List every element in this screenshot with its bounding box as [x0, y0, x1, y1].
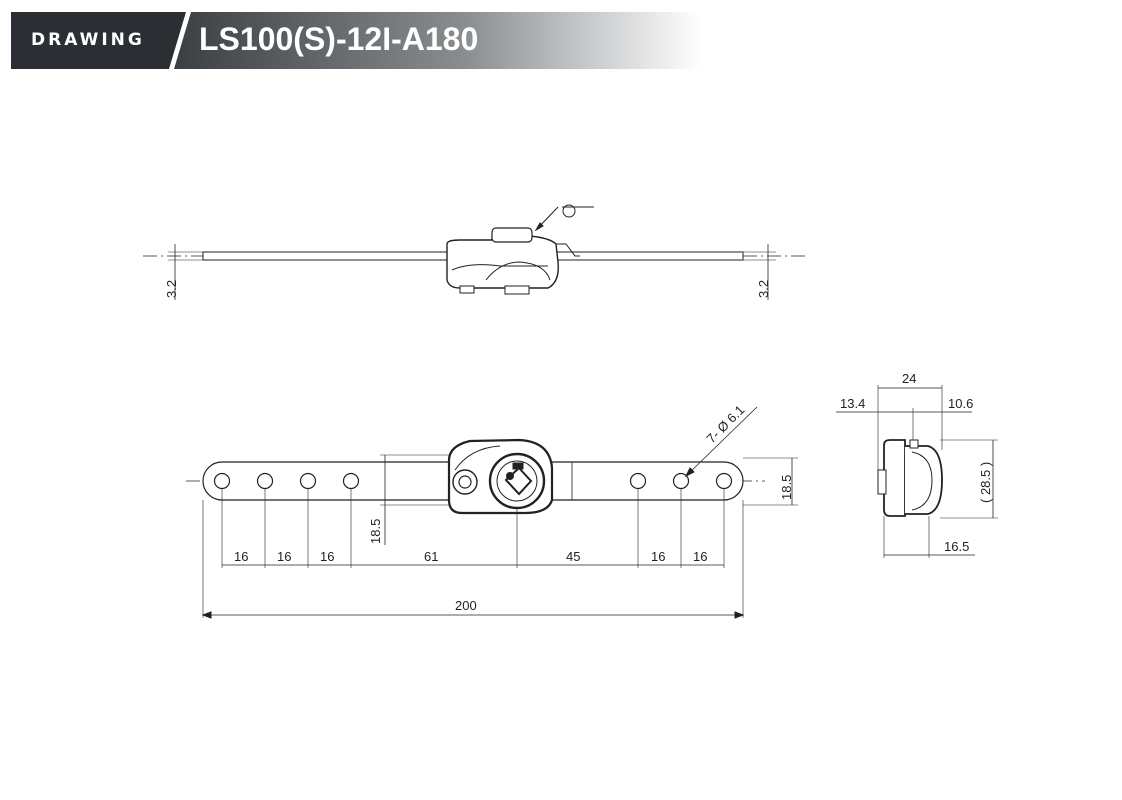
header-label: DRAWING [31, 30, 145, 50]
spacing-dim: 61 [424, 549, 438, 564]
spacing-dim: 16 [320, 549, 334, 564]
spacing-dim: 16 [277, 549, 291, 564]
end-view [836, 385, 998, 558]
end-width-top: 24 [902, 371, 916, 386]
height-right: 18.5 [779, 475, 794, 500]
end-depth-bottom: 16.5 [944, 539, 969, 554]
part-number-title: LS100(S)-12I-A180 [199, 21, 479, 57]
end-offset-right: 10.6 [948, 396, 973, 411]
side-thickness-right: 3.2 [756, 280, 771, 298]
height-center: 18.5 [368, 519, 383, 544]
spacing-dim: 16 [651, 549, 665, 564]
side-view [143, 204, 805, 300]
end-offset-left: 13.4 [840, 396, 865, 411]
keyhole-icon [506, 472, 514, 480]
hole-callout: 7- Ø 6.1 [704, 402, 748, 446]
spacing-dim: 16 [234, 549, 248, 564]
spacing-dim: 16 [693, 549, 707, 564]
drawing-header: DRAWING LS100(S)-12I-A180 [11, 12, 701, 69]
overall-length: 200 [455, 598, 477, 613]
end-height: ( 28.5 ) [978, 462, 993, 503]
header-banner [11, 12, 701, 69]
front-view [186, 406, 798, 619]
spacing-dim: 45 [566, 549, 580, 564]
side-thickness-left: 3.2 [164, 280, 179, 298]
